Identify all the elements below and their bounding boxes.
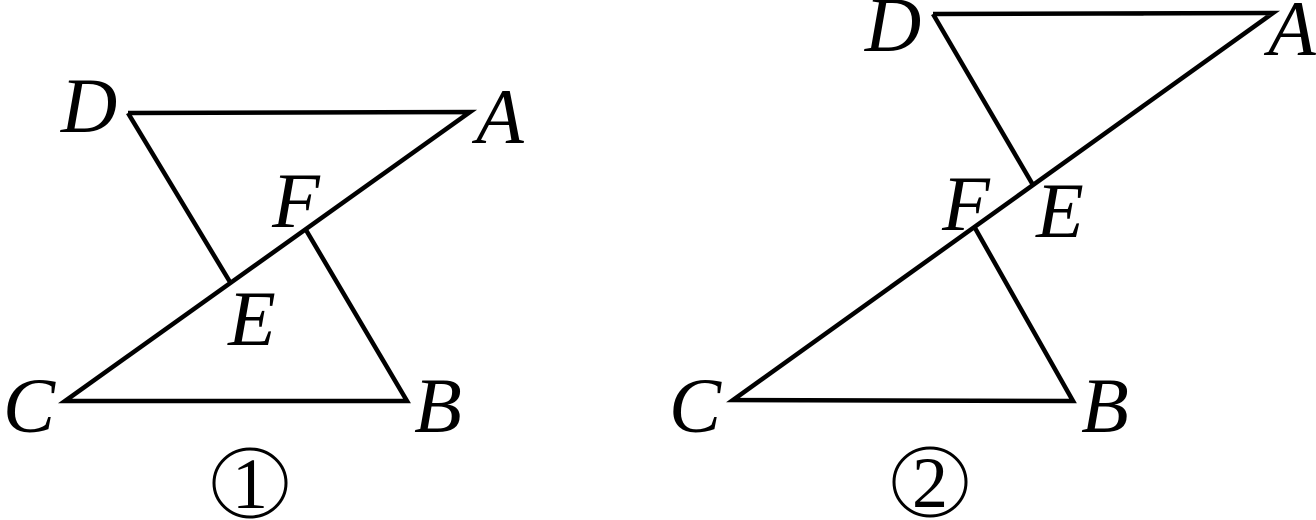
figure-2-point-label-F: F: [941, 160, 991, 247]
figure-2-caption-circle: [892, 446, 968, 518]
figure-1-point-label-E: E: [227, 275, 276, 362]
figure-1-edge-DE: [126, 111, 232, 284]
figure-2-point-label-C: C: [669, 362, 722, 449]
figure-1-caption-number: 1: [232, 444, 268, 520]
figure-2-point-label-D: D: [864, 0, 921, 68]
figure-1-point-label-C: C: [3, 362, 56, 449]
figure-1-point-label-A: A: [471, 73, 524, 160]
figure-2-point-label-B: B: [1081, 362, 1129, 449]
figure-1-point-label-F: F: [271, 157, 321, 244]
figure-1-edge-DACBF: [57, 109, 478, 404]
figure-1-point-label-B: B: [414, 362, 462, 449]
figure-2-edge-DE: [931, 12, 1035, 187]
figure-2-point-label-E: E: [1035, 167, 1084, 254]
figure-2-caption-number: 2: [912, 443, 948, 520]
figure-1-caption-circle: [212, 447, 288, 519]
figure-2-point-label-A: A: [1263, 0, 1316, 72]
figure-1: D A FE C B 1: [3, 62, 524, 520]
figure-1-point-label-D: D: [60, 62, 117, 149]
figure-2-edge-DACBF: [726, 10, 1281, 404]
